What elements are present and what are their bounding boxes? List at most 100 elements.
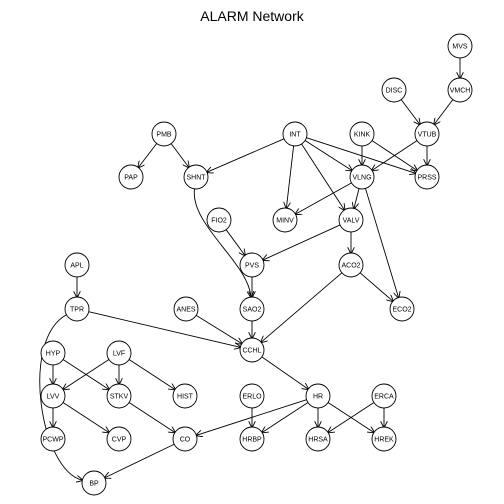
node-circle <box>338 207 364 233</box>
node-label: HYP <box>46 351 61 358</box>
node-sao2: SAO2 <box>239 296 265 322</box>
node-label: PMB <box>156 132 172 139</box>
node-eco2: ECO2 <box>389 296 415 322</box>
edge-erca-to-hrsa <box>328 402 375 433</box>
node-pap: PAP <box>118 164 144 190</box>
edge-vmch-to-vtub <box>434 99 454 125</box>
node-vlng: VLNG <box>349 164 375 190</box>
node-circle <box>381 77 407 103</box>
node-shnt: SHNT <box>183 164 209 190</box>
edge-int-to-vlng <box>304 140 352 170</box>
node-label: ERLO <box>242 394 262 401</box>
node-co: CO <box>172 426 198 452</box>
edge-vlng-to-valv <box>354 188 360 209</box>
node-label: BP <box>89 481 99 488</box>
node-circle <box>239 296 265 322</box>
node-prss: PRSS <box>414 164 440 190</box>
node-vmch: VMCH <box>447 77 473 103</box>
node-label: PAP <box>124 175 138 182</box>
node-tpr: TPR <box>64 296 90 322</box>
node-circle <box>172 426 198 452</box>
node-label: ERCA <box>374 394 394 401</box>
node-hr: HR <box>305 383 331 409</box>
node-circle <box>64 252 90 278</box>
node-label: STKV <box>110 394 129 401</box>
node-anes: ANES <box>173 296 199 322</box>
node-label: MVS <box>452 44 468 51</box>
node-circle <box>206 207 232 233</box>
node-label: CO <box>180 437 191 444</box>
node-mvs: MVS <box>447 33 473 59</box>
edge-aco2-to-cchl <box>261 272 343 342</box>
node-label: VLNG <box>352 175 371 182</box>
node-apl: APL <box>64 252 90 278</box>
node-circle <box>172 383 198 409</box>
edge-int-to-valv <box>301 143 345 210</box>
edge-cchl-to-hr <box>261 356 308 389</box>
node-pmb: PMB <box>151 121 177 147</box>
edge-hr-to-hrbp <box>262 402 309 433</box>
edge-vlng-to-minv <box>295 182 352 214</box>
node-circle <box>272 207 298 233</box>
node-circle <box>414 121 440 147</box>
node-circle <box>414 164 440 190</box>
node-circle <box>173 296 199 322</box>
edge-co-to-bp <box>105 443 175 478</box>
node-circle <box>40 383 66 409</box>
node-valv: VALV <box>338 207 364 233</box>
node-label: KINK <box>354 132 371 139</box>
node-circle <box>40 426 66 452</box>
node-circle <box>305 383 331 409</box>
node-circle <box>371 426 397 452</box>
node-circle <box>106 426 132 452</box>
node-label: PVS <box>245 263 259 270</box>
node-circle <box>282 121 308 147</box>
node-label: CVP <box>112 437 127 444</box>
node-label: MINV <box>276 218 294 225</box>
node-circle <box>106 383 132 409</box>
edge-vlng-to-eco2 <box>365 188 398 297</box>
node-label: HRSA <box>308 437 328 444</box>
node-stkv: STKV <box>106 383 132 409</box>
node-pvs: PVS <box>239 252 265 278</box>
edge-lvf-to-lvv <box>63 359 110 390</box>
edge-int-to-minv <box>286 145 295 208</box>
edge-int-to-prss <box>306 137 415 174</box>
node-label: ANES <box>176 307 195 314</box>
node-kink: KINK <box>349 121 375 147</box>
node-erca: ERCA <box>371 383 397 409</box>
node-hrbp: HRBP <box>239 426 265 452</box>
edge-aco2-to-eco2 <box>359 272 393 301</box>
node-lvf: LVF <box>106 340 132 366</box>
node-circle <box>305 426 331 452</box>
node-circle <box>447 77 473 103</box>
node-circle <box>239 252 265 278</box>
node-hrsa: HRSA <box>305 426 331 452</box>
node-circle <box>239 337 265 363</box>
node-circle <box>349 121 375 147</box>
edge-stkv-to-co <box>128 402 175 433</box>
edge-lvf-to-hist <box>128 359 175 390</box>
node-label: PRSS <box>417 175 436 182</box>
node-label: SHNT <box>186 175 206 182</box>
node-hrek: HREK <box>371 426 397 452</box>
edge-disc-to-vtub <box>400 99 420 125</box>
edge-hr-to-co <box>196 399 307 436</box>
node-circle <box>239 426 265 452</box>
node-hist: HIST <box>172 383 198 409</box>
node-hyp: HYP <box>40 340 66 366</box>
edge-fio2-to-pvs <box>225 229 245 256</box>
edge-int-to-shnt <box>207 138 285 172</box>
node-label: SAO2 <box>243 307 262 314</box>
node-cchl: CCHL <box>239 337 265 363</box>
node-int: INT <box>282 121 308 147</box>
node-label: VALV <box>343 218 360 225</box>
edge-pmb-to-shnt <box>170 143 189 168</box>
node-label: VTUB <box>418 132 437 139</box>
node-erlo: ERLO <box>239 383 265 409</box>
edge-pmb-to-pap <box>138 143 158 168</box>
node-circle <box>183 164 209 190</box>
diagram-title: ALARM Network <box>200 8 304 24</box>
edge-tpr-to-bp <box>39 314 83 480</box>
